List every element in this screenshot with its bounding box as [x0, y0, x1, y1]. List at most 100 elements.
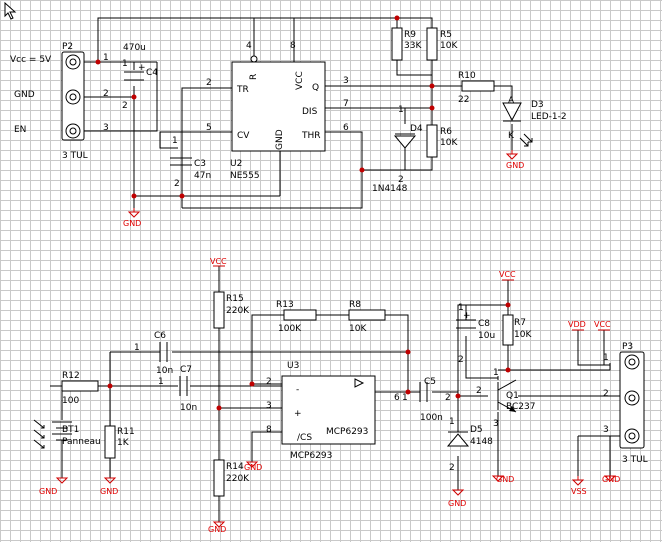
gnd-label-5: GND: [244, 463, 262, 472]
c8-capacitor[interactable]: C8 10u + 1 2: [456, 303, 495, 365]
r9-resistor[interactable]: R9 33K: [391, 27, 422, 61]
gnd-rail-label: GND: [14, 90, 35, 100]
d5-diode[interactable]: D5 4148 1 2: [446, 417, 493, 473]
gnd-label-2: GND: [506, 161, 524, 170]
c8-value: 10u: [478, 331, 495, 341]
r5-ref: R5: [440, 30, 452, 40]
d4-ref: D4: [410, 124, 423, 134]
c4-pin-2: 2: [122, 101, 128, 111]
u3-ref: U3: [287, 361, 299, 371]
bt1-ref: BT1: [62, 425, 79, 435]
u2-pin-tr: TR: [236, 85, 249, 95]
r15-resistor[interactable]: R15 220K: [213, 291, 250, 329]
r10-ref: R10: [458, 71, 476, 81]
d4-value: 1N4148: [372, 184, 408, 194]
c4-ref: C4: [146, 68, 158, 78]
c6-capacitor[interactable]: C6 10n 1: [134, 331, 173, 376]
r7-resistor[interactable]: R7 10K: [502, 314, 532, 346]
u2-pinnum-r: 4: [246, 41, 252, 51]
r12-resistor[interactable]: R12 100: [61, 371, 99, 406]
p2-pin-3: 3: [103, 123, 109, 133]
r7-ref: R7: [514, 318, 526, 328]
c6-pin: 1: [134, 343, 140, 353]
p2-connector[interactable]: P2 3 TUL 1 2 3: [61, 42, 109, 161]
vcc-label-3: VCC: [594, 320, 611, 329]
d3-ref: D3: [531, 100, 544, 110]
u2-value: NE555: [230, 171, 260, 181]
u2-pin-gnd: GND: [275, 129, 285, 150]
bt1-solar-panel[interactable]: BT1 Panneau: [33, 419, 101, 449]
u3-minus: -: [296, 385, 299, 395]
d3-led[interactable]: A K D3 LED-1-2: [502, 96, 567, 147]
p2-value: 3 TUL: [62, 151, 88, 161]
u2-pin-dis: DIS: [302, 107, 318, 117]
vss-label: VSS: [571, 487, 587, 496]
gnd-symbol-p3: GND: [602, 475, 620, 484]
gnd-label-4: GND: [100, 487, 118, 496]
r6-resistor[interactable]: R6 10K: [426, 124, 458, 158]
r11-ref: R11: [117, 427, 135, 437]
q1-value: BC237: [506, 402, 535, 412]
p3-pin-3: 3: [603, 425, 609, 435]
mouse-pointer-icon: [4, 2, 17, 20]
p3-connector[interactable]: P3 3 TUL 1 2 3: [603, 342, 648, 465]
gnd-symbol-d5: GND: [448, 489, 466, 508]
c7-ref: C7: [180, 365, 192, 375]
r14-ref: R14: [226, 462, 244, 472]
d4-diode[interactable]: D4 1N4148 1 2: [372, 105, 423, 194]
r8-resistor[interactable]: R8 10K: [348, 300, 386, 334]
gnd-label-7: GND: [448, 499, 466, 508]
r7-value: 10K: [514, 330, 532, 340]
r12-value: 100: [62, 396, 79, 406]
u3-value: MCP6293: [290, 451, 332, 461]
d4-pin-1: 1: [398, 105, 404, 115]
d5-pin-1: 1: [449, 417, 455, 427]
d5-pin-2: 2: [449, 463, 455, 473]
r11-resistor[interactable]: R11 1K: [104, 425, 135, 459]
p2-pin-2: 2: [103, 89, 109, 99]
c5-ref: C5: [424, 377, 436, 387]
u2-pin-q: Q: [312, 83, 319, 93]
c3-ref: C3: [194, 159, 206, 169]
c8-pin-2: 2: [458, 355, 464, 365]
gnd-symbol-bt1: GND: [39, 477, 69, 496]
c5-pin-1: 1: [402, 393, 408, 403]
gnd-label-3: GND: [39, 487, 57, 496]
c7-capacitor[interactable]: C7 10n 1: [158, 365, 197, 413]
q1-transistor[interactable]: Q1 BC237 1 2 3: [476, 368, 535, 429]
u2-ne555[interactable]: TR R VCC Q DIS CV GND THR 2 4 8 3 7 5 6 …: [206, 41, 349, 181]
u3-pin-inv: 2: [266, 377, 272, 387]
q1-pin-2: 2: [476, 386, 482, 396]
vdd-symbol: VDD: [568, 320, 586, 331]
u3-op-amp[interactable]: U3 - + /CS MCP6293 MCP6293 2 3 8 6: [266, 361, 400, 461]
u2-pinnum-vcc: 8: [290, 41, 296, 51]
r15-value: 220K: [226, 306, 250, 316]
u2-pinnum-thr: 6: [343, 123, 349, 133]
r5-resistor[interactable]: R5 10K: [426, 27, 458, 61]
p3-pin-1: 1: [603, 353, 609, 363]
u3-inside-label: MCP6293: [326, 427, 368, 437]
c3-capacitor[interactable]: C3 47n 1 2: [170, 136, 211, 189]
gnd-symbol-r11: GND: [100, 477, 118, 496]
d5-value: 4148: [470, 437, 493, 447]
c4-capacitor[interactable]: 470u C4 + 1 2: [122, 43, 158, 111]
gnd-label-1: GND: [123, 219, 141, 228]
gnd-symbol-q1: GND: [491, 475, 514, 484]
c7-value: 10n: [180, 403, 197, 413]
vcc-symbol-r15: VCC: [210, 257, 227, 267]
u2-pin-cv: CV: [237, 131, 250, 141]
r12-ref: R12: [62, 371, 80, 381]
q1-pin-3: 3: [493, 419, 499, 429]
u3-plus: +: [294, 409, 302, 419]
u2-pinnum-cv: 5: [206, 123, 212, 133]
r10-resistor[interactable]: R10 22: [458, 71, 495, 105]
u2-pinnum-dis: 7: [343, 99, 349, 109]
r13-value: 100K: [278, 324, 302, 334]
c5-capacitor[interactable]: C5 100n 1 2: [402, 377, 451, 423]
r10-value: 22: [458, 95, 469, 105]
c3-pin-1: 1: [172, 136, 178, 146]
r13-resistor[interactable]: R13 100K: [276, 300, 317, 334]
gnd-symbol-top-left: GND: [123, 208, 141, 228]
u2-pin-r: R: [249, 74, 259, 80]
